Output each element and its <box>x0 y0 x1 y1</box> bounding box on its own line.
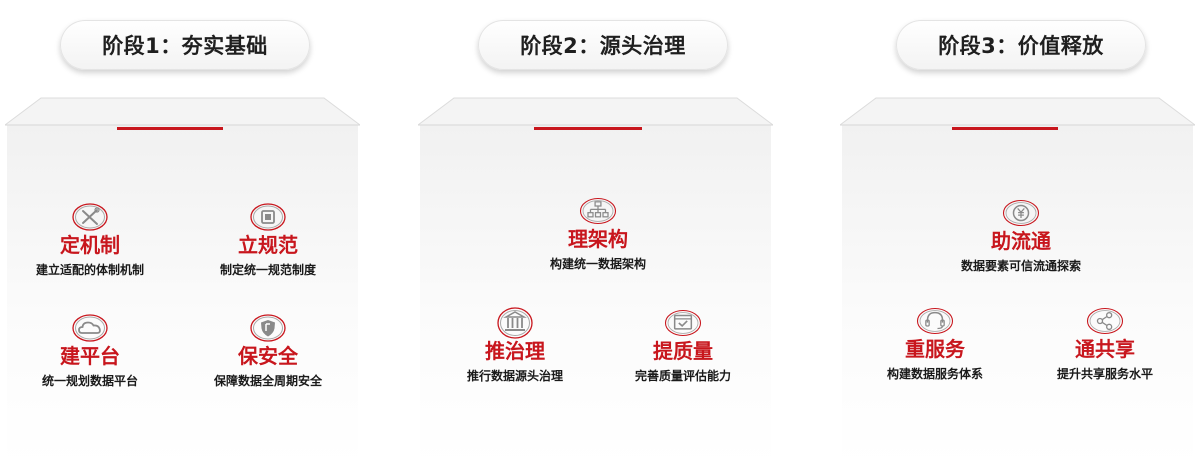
stage-3-accent-line <box>952 127 1058 130</box>
item-quality: 提质量 完善质量评估能力 <box>588 308 778 384</box>
item-title: 助流通 <box>991 229 1051 253</box>
item-desc: 制定统一规范制度 <box>219 263 316 277</box>
square-icon <box>248 202 288 232</box>
item-circulation: 助流通 数据要素可信流通探索 <box>926 198 1116 274</box>
item-title: 提质量 <box>653 339 713 363</box>
building-icon <box>495 307 535 339</box>
item-ensure-security: 保安全 保障数据全周期安全 <box>173 313 363 389</box>
cloud-icon <box>70 313 110 343</box>
item-desc: 构建数据服务体系 <box>886 367 983 381</box>
item-governance: 推治理 推行数据源头治理 <box>420 307 610 384</box>
item-sharing: 通共享 提升共享服务水平 <box>1010 306 1197 382</box>
stage-3-label: 阶段3：价值释放 <box>896 20 1146 70</box>
item-desc: 建立适配的体制机制 <box>35 263 144 277</box>
stage-1-panel <box>5 96 360 467</box>
stage-3-panel <box>840 96 1195 467</box>
item-desc: 数据要素可信流通探索 <box>960 259 1081 273</box>
item-desc: 完善质量评估能力 <box>634 369 731 383</box>
item-desc: 保障数据全周期安全 <box>213 374 322 388</box>
stage-2-label: 阶段2：源头治理 <box>478 20 728 70</box>
item-title: 定机制 <box>60 233 120 257</box>
item-desc: 提升共享服务水平 <box>1056 367 1153 381</box>
item-title: 理架构 <box>568 227 628 251</box>
item-set-standards: 立规范 制定统一规范制度 <box>173 202 363 278</box>
tools-icon <box>70 202 110 232</box>
item-title: 立规范 <box>238 233 298 257</box>
stage-1-accent-line <box>117 127 223 130</box>
item-desc: 构建统一数据架构 <box>549 257 646 271</box>
stage-2-accent-line <box>534 127 642 130</box>
stage-1-label: 阶段1：夯实基础 <box>60 20 310 70</box>
item-title: 推治理 <box>485 339 545 363</box>
item-define-mechanism: 定机制 建立适配的体制机制 <box>0 202 185 278</box>
check-window-icon <box>663 308 703 338</box>
item-title: 建平台 <box>60 344 120 368</box>
headset-icon <box>915 306 955 336</box>
yen-coin-icon <box>1001 198 1041 228</box>
item-title: 重服务 <box>905 337 965 361</box>
org-chart-icon <box>578 196 618 226</box>
item-desc: 统一规划数据平台 <box>41 374 138 388</box>
shield-icon <box>248 313 288 343</box>
item-title: 通共享 <box>1075 337 1135 361</box>
item-architecture: 理架构 构建统一数据架构 <box>503 196 693 272</box>
item-build-platform: 建平台 统一规划数据平台 <box>0 313 185 389</box>
item-desc: 推行数据源头治理 <box>466 369 563 383</box>
stage-2-panel <box>418 96 773 467</box>
item-title: 保安全 <box>238 344 298 368</box>
share-icon <box>1085 306 1125 336</box>
item-services: 重服务 构建数据服务体系 <box>840 306 1030 382</box>
